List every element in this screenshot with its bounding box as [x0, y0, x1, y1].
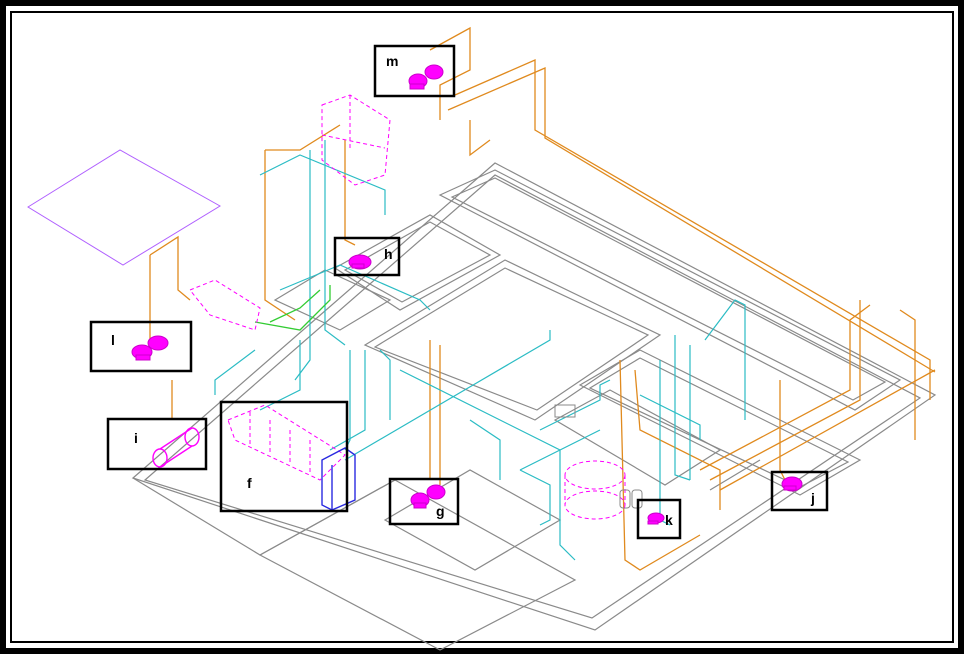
pump-icon-h [348, 254, 372, 270]
air-handler-outline [227, 404, 346, 481]
blue-equipment [321, 447, 356, 511]
callout-label-k: k [665, 512, 673, 528]
cyan-pipe [214, 349, 256, 395]
tank-outline [321, 94, 391, 186]
cyan-pipe [279, 264, 431, 311]
green-pipe [269, 289, 321, 323]
callout-box-j[interactable] [770, 470, 829, 512]
orange-pipe [264, 150, 296, 321]
callout-box-g[interactable] [388, 477, 460, 526]
building-walls [131, 162, 937, 651]
blue-box [321, 447, 356, 511]
room-h-inner [343, 221, 492, 303]
cistern-bottom [564, 490, 626, 520]
room-upper-inner [450, 177, 887, 401]
green-piping [254, 285, 331, 331]
callout-label-h: h [384, 246, 393, 262]
orange-pipe [469, 120, 491, 157]
room-h [333, 214, 502, 311]
wall-segment [709, 459, 761, 491]
room-g [383, 469, 562, 571]
cyan-pipe [259, 154, 386, 215]
cyan-pipe [294, 150, 311, 381]
pump-icon-j [781, 476, 803, 492]
cyan-pipe [519, 469, 551, 526]
orange-pipe [344, 140, 356, 246]
tank-edge [321, 134, 386, 149]
callout-box-f[interactable] [219, 400, 349, 513]
cyan-pipe [519, 429, 601, 471]
cyan-pipe [379, 349, 391, 420]
pump-icon-m [408, 64, 444, 90]
orange-pipe [265, 124, 341, 151]
callout-box-h[interactable] [333, 236, 401, 277]
callout-box-i[interactable] [106, 417, 208, 471]
callout-label-j: j [810, 490, 815, 506]
equipment-outlines [189, 94, 626, 520]
gray-fixture [554, 404, 576, 418]
cyan-pipe [324, 140, 346, 346]
cyan-pipe [344, 330, 551, 461]
orange-pipe [454, 59, 931, 400]
callout-label-f: f [247, 475, 252, 491]
orange-piping [149, 26, 936, 571]
callout-label-m: m [386, 53, 398, 69]
callout-label-l: l [111, 332, 115, 348]
wall-segment [259, 479, 396, 556]
room-k [553, 389, 722, 486]
callout-box-l[interactable] [89, 320, 193, 373]
outer-wall-inner [143, 174, 922, 619]
callout-label-g: g [436, 503, 445, 519]
orange-pipe [447, 67, 936, 373]
callout-box-k[interactable] [636, 498, 682, 540]
cyan-pipe [674, 335, 691, 481]
wall-segment [132, 477, 261, 556]
roof-outline [27, 149, 221, 266]
room-upper [438, 169, 902, 411]
orange-pipe [709, 300, 861, 481]
cyan-pipe [469, 419, 501, 480]
cyan-pipe [259, 340, 301, 411]
green-pipe [254, 285, 331, 331]
cyan-pipe [329, 350, 366, 451]
cyan-pipe [399, 369, 576, 561]
pump-icons [131, 64, 803, 525]
tank-icon-i [152, 427, 200, 468]
cyan-pipe [639, 394, 701, 440]
orange-pipe [779, 380, 786, 481]
orange-pipe [619, 359, 701, 571]
pump-icon-k [647, 512, 665, 525]
callout-label-i: i [134, 430, 138, 446]
orange-pipe [899, 309, 916, 440]
cyan-pipe [704, 299, 746, 420]
gray-tank [619, 489, 631, 509]
callout-box-m[interactable] [373, 44, 456, 98]
inner-frame [10, 11, 954, 643]
room-center-inner [373, 267, 650, 411]
pump-icon-l [131, 335, 169, 361]
cistern-top [564, 460, 626, 490]
outer-wall [131, 162, 937, 631]
cyan-piping [214, 140, 746, 561]
gray-tanks [554, 404, 643, 509]
callout-boxes [89, 44, 829, 540]
pump-icon-g [410, 484, 446, 509]
orange-pipe [719, 369, 936, 491]
orange-pipe [149, 235, 191, 301]
cyan-pipe [539, 379, 611, 431]
room-small [273, 269, 392, 331]
room-center [363, 259, 662, 421]
duct-outline [189, 279, 261, 331]
